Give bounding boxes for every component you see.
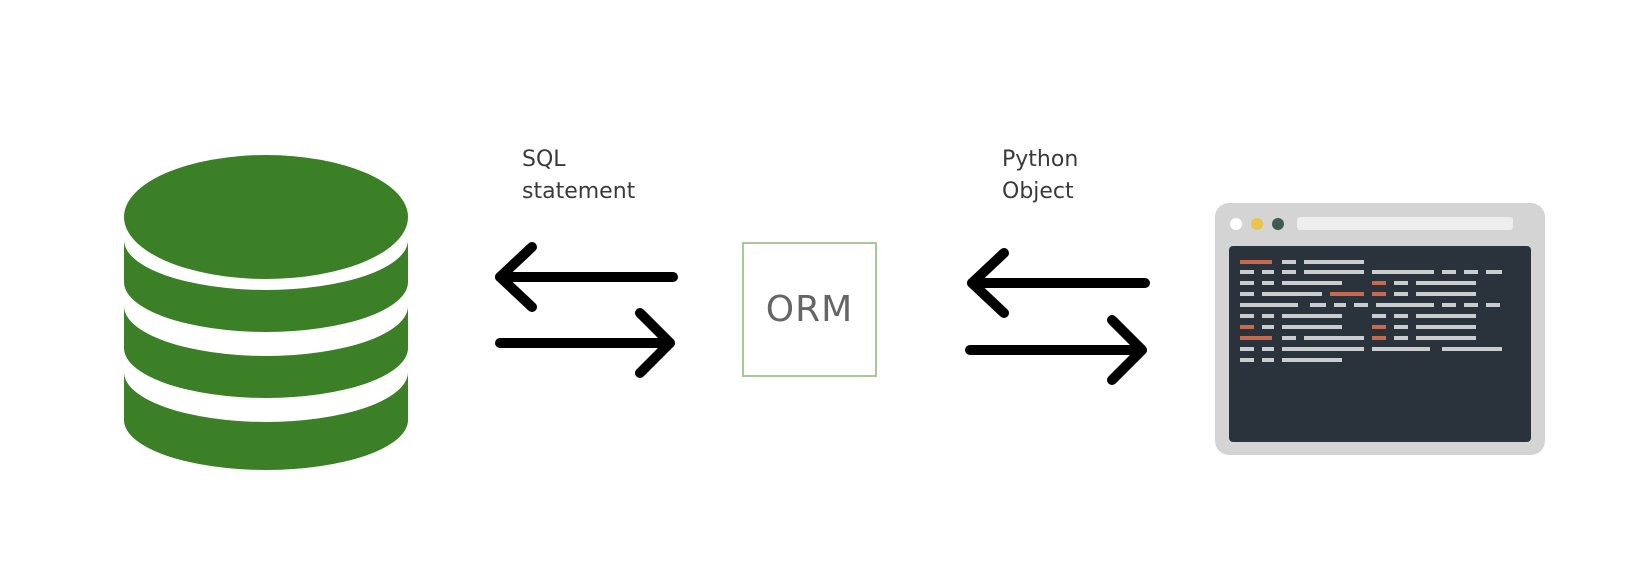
python-label-line2: Object [1002, 179, 1074, 204]
address-bar [1297, 217, 1513, 230]
code-lines [1240, 260, 1502, 362]
window-dot-yellow-icon [1251, 218, 1263, 230]
sql-label-line2: statement [522, 179, 636, 204]
arrow-right-icon [965, 315, 1147, 385]
arrow-right-icon [495, 308, 675, 378]
python-arrows-icon [965, 248, 1150, 385]
database-icon [124, 155, 408, 470]
arrow-left-icon [967, 248, 1150, 318]
window-dot-white-icon [1230, 218, 1242, 230]
python-object-label: Python Object [1002, 144, 1078, 208]
window-dot-dark-icon [1272, 218, 1284, 230]
python-label-line1: Python [1002, 147, 1079, 172]
arrow-left-icon [495, 242, 678, 312]
sql-label-line1: SQL [522, 147, 566, 172]
sql-statement-label: SQL statement [522, 144, 635, 208]
sql-arrows-icon [495, 242, 678, 378]
orm-box: ORM [742, 242, 877, 377]
terminal-window-icon [1215, 203, 1545, 455]
orm-label: ORM [765, 289, 854, 330]
